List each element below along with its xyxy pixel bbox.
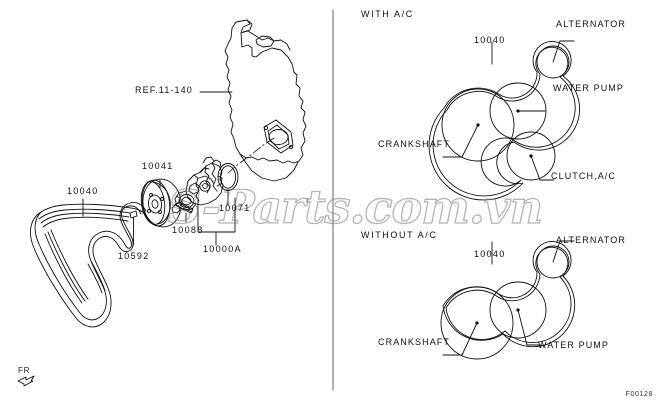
- leader-crankshaft-noac: [461, 322, 478, 356]
- drive-belt-part: [30, 202, 147, 328]
- callout-alternator-without-ac: ALTERNATOR: [556, 235, 627, 245]
- bracket-10000a: [197, 197, 236, 233]
- pulley-alternator-ac: [536, 45, 570, 79]
- label-part-10088: 10088: [172, 225, 204, 235]
- callout-clutch-ac-with-ac: CLUTCH,A/C: [551, 171, 617, 181]
- callout-alternator-with-ac: ALTERNATOR: [556, 19, 627, 29]
- label-part-10041: 10041: [142, 161, 174, 171]
- label-part-10040-left: 10040: [67, 186, 99, 196]
- water-pump-assembly-part: [174, 156, 224, 211]
- callout-crankshaft-without-ac: CRANKSHAFT: [378, 337, 451, 347]
- diagram-reference-code: F00128: [625, 391, 653, 398]
- center-axis-line: [227, 137, 275, 174]
- leader-crankshaft-ac: [461, 124, 479, 158]
- pulley-crankshaft-ac: [441, 88, 515, 162]
- belt-routing-without-ac: [440, 240, 576, 360]
- label-ref-11-140: REF.11-140: [135, 85, 193, 95]
- label-part-10592: 10592: [118, 251, 150, 261]
- callout-water-pump-with-ac: WATER PUMP: [553, 83, 624, 93]
- fr-orientation-arrow: [17, 375, 35, 387]
- label-part-10071: 10071: [219, 203, 251, 213]
- pulley-clutch-ac: [506, 131, 556, 181]
- fr-orientation-label: FR: [18, 366, 31, 375]
- section-title-with-ac: WITH A/C: [361, 9, 414, 19]
- pulley-alternator-noac: [536, 245, 570, 279]
- belt-routing-with-ac: [428, 40, 580, 201]
- label-belt-number-with-ac: 10040: [474, 35, 506, 45]
- leader-alternator-noac: [552, 240, 561, 263]
- callout-water-pump-without-ac: WATER PUMP: [538, 340, 609, 350]
- leader-clutch-ac: [530, 155, 541, 181]
- water-pump-pulley-part: [140, 178, 182, 228]
- pulley-water-pump-noac: [489, 281, 547, 339]
- leader-alternator-ac: [552, 40, 561, 63]
- label-belt-number-without-ac: 10040: [474, 249, 506, 259]
- pulley-water-pump-ac: [489, 82, 547, 140]
- timing-belt-cover: [224, 19, 307, 182]
- section-title-without-ac: WITHOUT A/C: [361, 230, 438, 240]
- callout-crankshaft-with-ac: CRANKSHAFT: [378, 139, 451, 149]
- label-part-10000a: 10000A: [203, 244, 242, 254]
- leader-water-pump-noac: [517, 309, 528, 346]
- pulley-bolt-part: [129, 210, 138, 246]
